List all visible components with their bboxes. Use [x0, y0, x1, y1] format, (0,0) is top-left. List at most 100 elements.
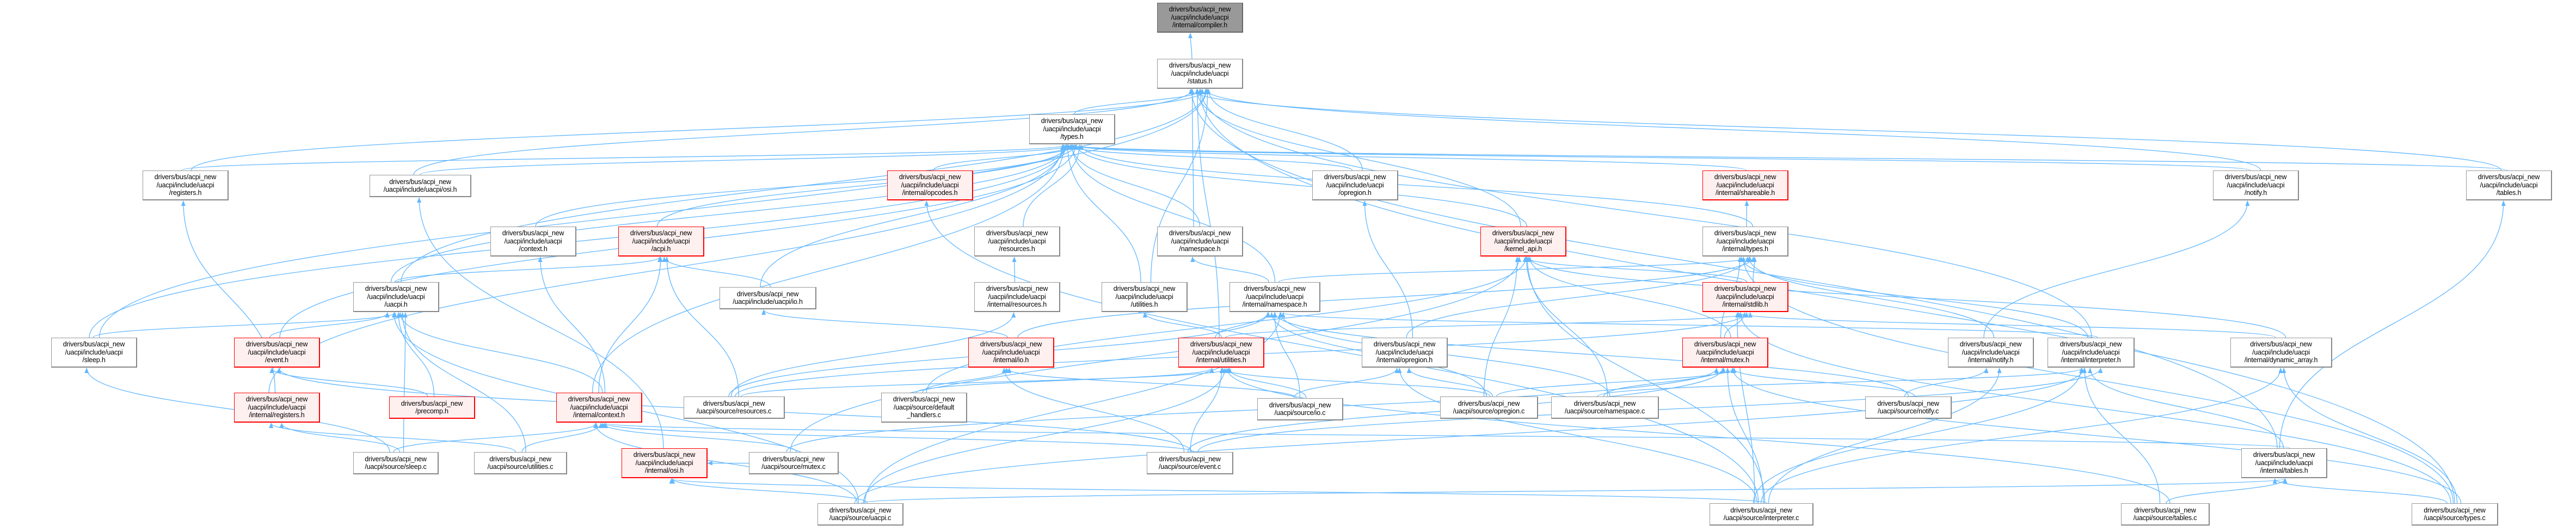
edge-utilities-to-types [1065, 144, 1141, 283]
node-resources-c[interactable]: drivers/bus/acpi_new /uacpi/source/resou… [684, 396, 785, 419]
edge-i_osi-to-osi [417, 197, 664, 449]
edge-i_context-to-acpi [598, 257, 663, 393]
node-tables-c[interactable]: drivers/bus/acpi_new /uacpi/source/table… [2121, 503, 2210, 526]
node-types-h[interactable]: drivers/bus/acpi_new /uacpi/include/uacp… [1029, 114, 1115, 144]
edge-i_io-to-i_types [1017, 257, 1756, 338]
node-sleep-h[interactable]: drivers/bus/acpi_new /uacpi/include/uacp… [51, 338, 137, 368]
node-types-c[interactable]: drivers/bus/acpi_new /uacpi/source/types… [2412, 503, 2498, 526]
node-event-h[interactable]: drivers/bus/acpi_new /uacpi/include/uacp… [234, 338, 320, 368]
edge-utilities_c-to-uacpi_h [400, 312, 526, 453]
node-acpi-h[interactable]: drivers/bus/acpi_new /uacpi/include/uacp… [618, 227, 704, 257]
edge-acpi-to-types [656, 144, 1069, 227]
node-internal-namespace-h[interactable]: drivers/bus/acpi_new /uacpi/include/uacp… [1229, 282, 1320, 312]
node-namespace-c[interactable]: drivers/bus/acpi_new /uacpi/source/names… [1551, 396, 1659, 419]
edge-i_tables-to-i_context [604, 423, 2290, 449]
node-registers-h[interactable]: drivers/bus/acpi_new /uacpi/include/uacp… [143, 170, 229, 200]
edge-opregion_c-to-kernel_api [1483, 257, 1520, 397]
edge-i_interpreter-to-i_types [1739, 257, 2088, 338]
edge-resources_c-to-acpi [665, 257, 740, 397]
edge-interpreter_c-to-i_interpreter [1753, 368, 2083, 504]
node-precomp-h[interactable]: drivers/bus/acpi_new /precomp.h [389, 396, 475, 419]
node-sleep-c[interactable]: drivers/bus/acpi_new /uacpi/source/sleep… [353, 452, 439, 474]
edge-sleep-to-types [89, 144, 1069, 338]
node-internal-mutex-h[interactable]: drivers/bus/acpi_new /uacpi/include/uacp… [1682, 338, 1768, 368]
edge-i_interpreter-to-status [1198, 89, 2092, 338]
edge-io-to-types [760, 144, 1066, 288]
node-notify-h[interactable]: drivers/bus/acpi_new /uacpi/include/uacp… [2213, 170, 2299, 200]
node-internal-tables-h[interactable]: drivers/bus/acpi_new /uacpi/include/uacp… [2241, 448, 2327, 478]
edge-notify-to-types [1063, 144, 2251, 171]
edge-opregion-to-status [1206, 89, 1363, 171]
node-interpreter-c[interactable]: drivers/bus/acpi_new /uacpi/source/inter… [1710, 503, 1813, 526]
node-utilities-c[interactable]: drivers/bus/acpi_new /uacpi/source/utili… [474, 452, 567, 474]
edge-uacpi_c-to-i_context [593, 423, 858, 504]
edge-default_handlers_c-to-kernel_api [926, 257, 1528, 393]
edge-i_utilities-to-i_namespace [1215, 312, 1270, 338]
edge-io-to-acpi [662, 257, 771, 288]
node-kernel-api-h[interactable]: drivers/bus/acpi_new /uacpi/include/uacp… [1480, 227, 1566, 257]
node-event-c[interactable]: drivers/bus/acpi_new /uacpi/source/event… [1147, 452, 1233, 474]
edge-uacpi_h-to-status [401, 89, 1208, 283]
edge-sleep_c-to-i_registers [279, 423, 401, 453]
node-internal-notify-h[interactable]: drivers/bus/acpi_new /uacpi/include/uacp… [1948, 338, 2034, 368]
edge-i_mutex-to-kernel_api [1528, 257, 1731, 338]
node-mutex-c[interactable]: drivers/bus/acpi_new /uacpi/source/mutex… [749, 452, 839, 474]
node-tables-h[interactable]: drivers/bus/acpi_new /uacpi/include/uacp… [2466, 170, 2552, 200]
node-internal-io-h[interactable]: drivers/bus/acpi_new /uacpi/include/uacp… [968, 338, 1054, 368]
node-internal-dynamic-array-h[interactable]: drivers/bus/acpi_new /uacpi/include/uacp… [2230, 338, 2332, 368]
edge-i_notify-to-i_types [1747, 257, 1995, 338]
edge-resources-to-types [1023, 144, 1082, 227]
node-default-handlers-c[interactable]: drivers/bus/acpi_new /uacpi/source/defau… [881, 393, 967, 423]
node-io-c[interactable]: drivers/bus/acpi_new /uacpi/source/io.c [1257, 398, 1343, 420]
node-internal-utilities-h[interactable]: drivers/bus/acpi_new /uacpi/include/uacp… [1178, 338, 1264, 368]
node-internal-compiler-h: drivers/bus/acpi_new /uacpi/include/uacp… [1157, 3, 1243, 33]
node-context-h[interactable]: drivers/bus/acpi_new /uacpi/include/uacp… [490, 227, 576, 257]
node-internal-opcodes-h[interactable]: drivers/bus/acpi_new /uacpi/include/uacp… [887, 170, 973, 200]
edge-shareable-to-types [1071, 144, 1747, 171]
edge-kernel_api-to-status [1195, 89, 1521, 227]
edge-i_context-to-context [538, 257, 606, 393]
node-uacpi-c[interactable]: drivers/bus/acpi_new /uacpi/source/uacpi… [817, 503, 903, 526]
edge-i_context-to-types [592, 144, 1066, 393]
node-status-h[interactable]: drivers/bus/acpi_new /uacpi/include/uacp… [1157, 59, 1243, 89]
edge-kernel_api-to-types [1074, 144, 1528, 227]
edge-interpreter_c-to-i_osi [669, 478, 1768, 504]
node-opregion-c[interactable]: drivers/bus/acpi_new /uacpi/source/opreg… [1440, 396, 1538, 419]
node-resources-h[interactable]: drivers/bus/acpi_new /uacpi/include/uacp… [974, 227, 1060, 257]
edge-io_c-to-i_opregion [1293, 368, 1399, 399]
edge-mutex_c-to-i_mutex [786, 368, 1719, 453]
edge-precomp-to-uacpi_h [396, 312, 435, 397]
edge-registers-to-types [181, 144, 1069, 171]
edge-i_tables-to-status [1189, 89, 2278, 449]
edge-i_namespace-to-types [1070, 144, 1276, 283]
edge-i_tables-to-i_interpreter [2088, 368, 2284, 449]
node-utilities-h[interactable]: drivers/bus/acpi_new /uacpi/include/uacp… [1102, 282, 1188, 312]
node-namespace-h[interactable]: drivers/bus/acpi_new /uacpi/include/uacp… [1157, 227, 1243, 257]
edge-uacpi_c-to-i_tables [860, 478, 2287, 504]
node-internal-opregion-h[interactable]: drivers/bus/acpi_new /uacpi/include/uacp… [1362, 338, 1448, 368]
node-internal-context-h[interactable]: drivers/bus/acpi_new /uacpi/include/uacp… [556, 393, 642, 423]
edge-opregion_c-to-i_utilities [1220, 368, 1491, 397]
edge-i_utilities-to-status [1195, 89, 1220, 338]
edge-uacpi_c-to-i_interpreter [854, 368, 2087, 504]
node-osi-h[interactable]: drivers/bus/acpi_new /uacpi/include/uacp… [370, 175, 471, 197]
edge-namespace_c-to-i_interpreter [1597, 368, 2084, 397]
node-internal-resources-h[interactable]: drivers/bus/acpi_new /uacpi/include/uacp… [974, 282, 1060, 312]
edge-default_handlers_c-to-i_utilities [915, 368, 1214, 393]
node-internal-registers-h[interactable]: drivers/bus/acpi_new /uacpi/include/uacp… [234, 393, 320, 423]
edge-types_c-to-i_dynarray [2282, 368, 2458, 504]
node-opregion-h[interactable]: drivers/bus/acpi_new /uacpi/include/uacp… [1312, 170, 1398, 200]
edge-interpreter_c-to-opcodes [924, 200, 1759, 504]
node-io-h[interactable]: drivers/bus/acpi_new /uacpi/include/uacp… [720, 287, 816, 309]
edge-opregion_c-to-i_mutex [1496, 368, 1737, 397]
edge-event-to-uacpi_h [269, 312, 390, 338]
node-notify-c[interactable]: drivers/bus/acpi_new /uacpi/source/notif… [1865, 396, 1952, 419]
node-internal-shareable-h[interactable]: drivers/bus/acpi_new /uacpi/include/uacp… [1702, 170, 1788, 200]
node-internal-stdlib-h[interactable]: drivers/bus/acpi_new /uacpi/include/uacp… [1702, 282, 1788, 312]
node-internal-interpreter-h[interactable]: drivers/bus/acpi_new /uacpi/include/uacp… [2048, 338, 2135, 368]
edge-i_io-to-io [761, 309, 1009, 338]
node-uacpi-h[interactable]: drivers/bus/acpi_new /uacpi/include/uacp… [353, 282, 439, 312]
node-internal-types-h[interactable]: drivers/bus/acpi_new /uacpi/include/uacp… [1702, 227, 1788, 257]
node-internal-osi-h[interactable]: drivers/bus/acpi_new /uacpi/include/uacp… [622, 448, 708, 478]
